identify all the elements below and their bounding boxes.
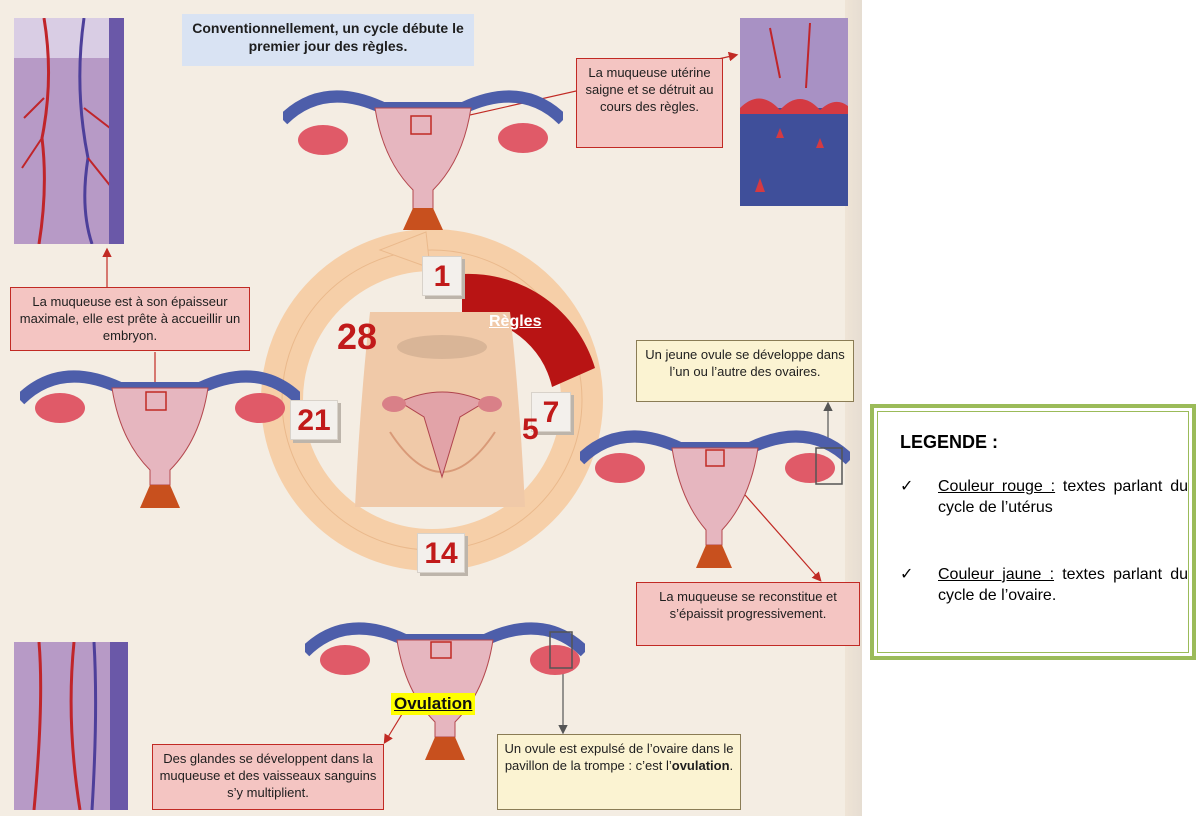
uterus-right: [580, 420, 850, 570]
tissue-thick-image: [14, 18, 124, 244]
note-ovule-expulse-end: .: [730, 758, 734, 773]
legend-title: LEGENDE :: [900, 432, 998, 453]
day-28-label: 28: [337, 316, 377, 358]
body-illustration: [350, 312, 535, 507]
day-21-marker: 21: [290, 400, 338, 440]
note-jeune-ovule: Un jeune ovule se développe dans l’un ou…: [636, 340, 854, 402]
tissue-bleeding-image: [740, 18, 848, 206]
menstrual-cycle-diagram: Conventionnellement, un cycle débute le …: [0, 0, 862, 816]
note-glandes: Des glandes se développent dans la muque…: [152, 744, 384, 810]
checkmark-icon: ✓: [900, 476, 913, 495]
note-muqueuse-reconstitue: La muqueuse se reconstitue et s’épaissit…: [636, 582, 860, 646]
legend-item-yellow-text: Couleur jaune : textes parlant du cycle …: [938, 564, 1188, 606]
day-1-marker: 1: [422, 256, 462, 296]
note-muqueuse-saigne: La muqueuse utérine saigne et se détruit…: [576, 58, 723, 148]
regles-label: Règles: [489, 313, 541, 331]
note-ovule-expulse: Un ovule est expulsé de l’ovaire dans le…: [497, 734, 741, 810]
uterus-left: [20, 360, 300, 510]
note-ovule-expulse-bold: ovulation: [672, 758, 730, 773]
checkmark-icon: ✓: [900, 564, 913, 583]
day-5-label: 5: [522, 413, 539, 447]
note-epaisseur-maximale: La muqueuse est à son épaisseur maximale…: [10, 287, 250, 351]
tissue-glands-image: [14, 642, 128, 810]
ovulation-label: Ovulation: [391, 693, 475, 715]
legend-box: LEGENDE : ✓ Couleur rouge : textes parla…: [870, 404, 1196, 660]
legend-item-red-text: Couleur rouge : textes parlant du cycle …: [938, 476, 1188, 518]
legend-item-red-label: Couleur rouge :: [938, 478, 1055, 495]
day-14-marker: 14: [417, 533, 465, 573]
uterus-top: [283, 80, 563, 238]
legend-item-yellow-label: Couleur jaune :: [938, 566, 1054, 583]
header-note: Conventionnellement, un cycle débute le …: [182, 14, 474, 66]
